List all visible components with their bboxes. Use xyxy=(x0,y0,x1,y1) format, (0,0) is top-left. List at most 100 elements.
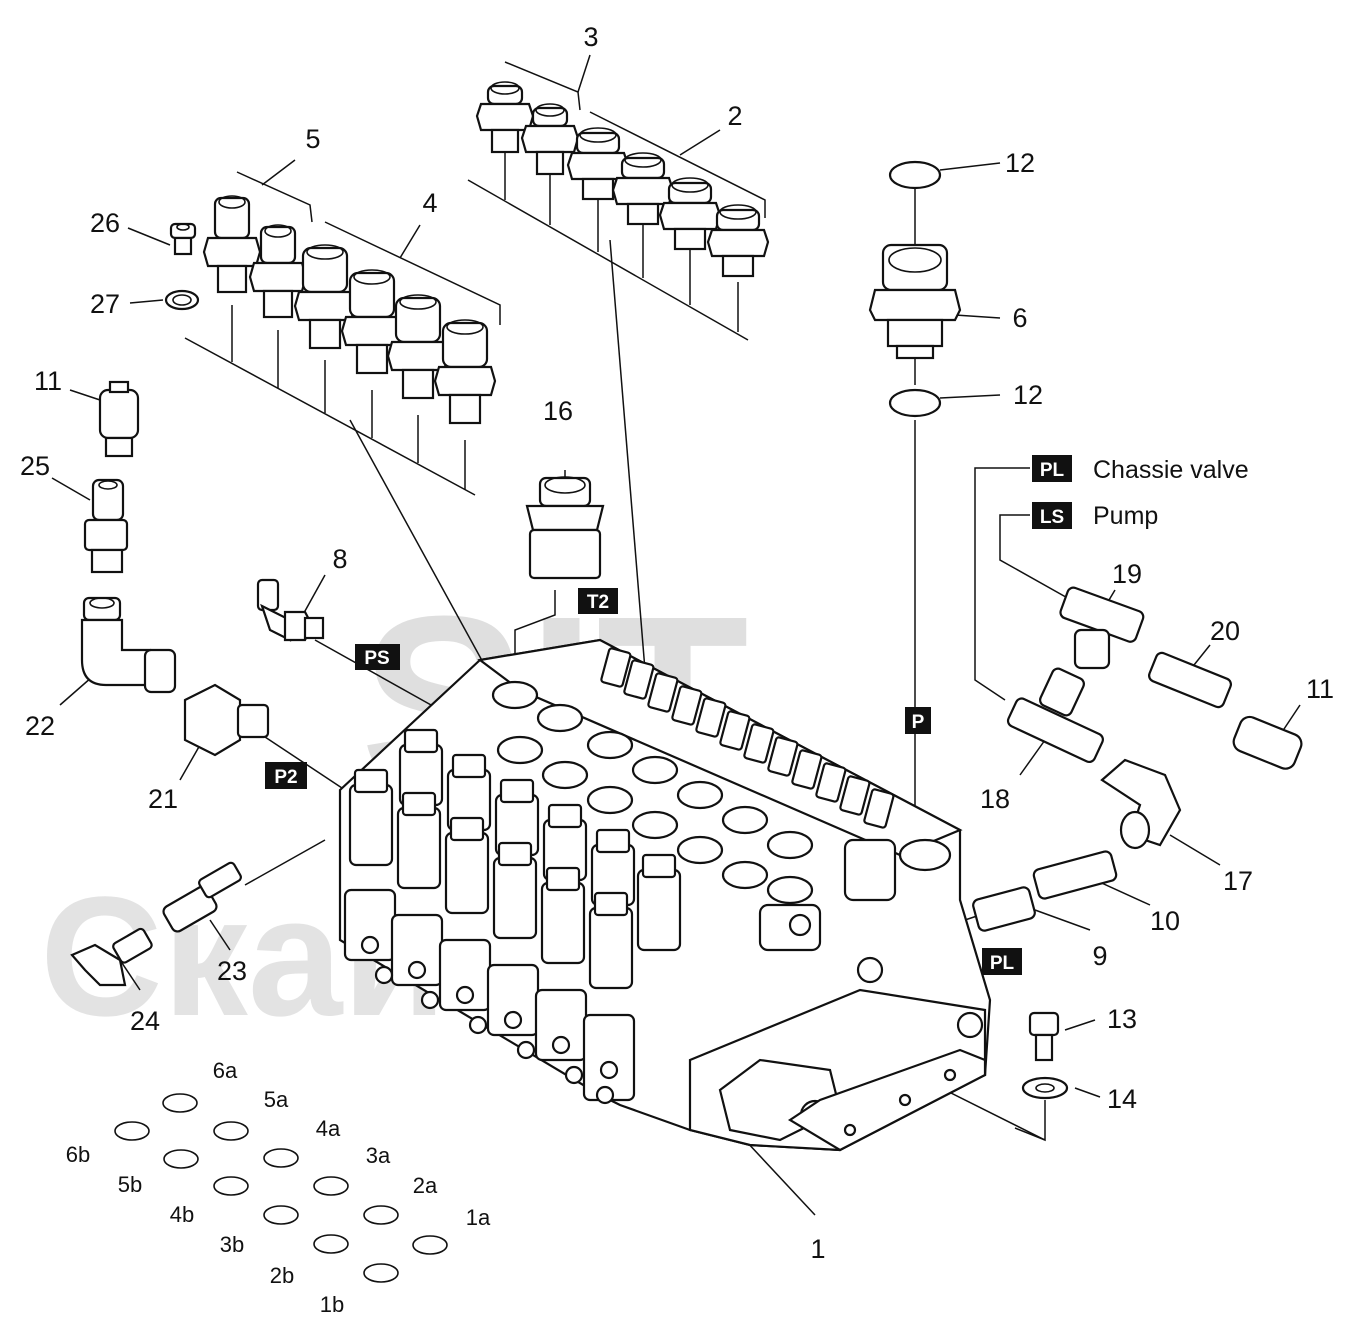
elbow-17 xyxy=(1100,758,1182,850)
fitting-2a xyxy=(566,127,630,201)
callout-numbers: 1 2 3 4 5 6 8 9 10 11 11 12 12 13 14 16 … xyxy=(20,22,1334,1264)
plug-26 xyxy=(169,222,197,256)
oring-labels: 6a 5a 4a 3a 2a 1a 6b 5b 4b 3b 2b 1b xyxy=(66,1058,491,1317)
callout-4: 4 xyxy=(422,188,437,218)
callout-5: 5 xyxy=(305,124,320,154)
oring-1b xyxy=(363,1263,399,1283)
callout-12-top: 12 xyxy=(1005,148,1035,178)
oring-2a xyxy=(363,1205,399,1225)
elbow-8 xyxy=(256,578,325,642)
oring-1a xyxy=(412,1235,448,1255)
fitting-6 xyxy=(868,243,962,360)
oring-12-top xyxy=(888,160,942,190)
oring-label-5a: 5a xyxy=(264,1087,289,1112)
callout-2: 2 xyxy=(727,101,742,131)
port-tag-t2: T2 xyxy=(578,588,618,614)
port-tag-t2-label: T2 xyxy=(587,592,609,613)
oring-6a xyxy=(162,1093,198,1113)
oring-label-3b: 3b xyxy=(220,1232,244,1257)
fitting-4b xyxy=(340,269,404,375)
port-tag-p2-label: P2 xyxy=(274,767,297,788)
valve-lower-bodies xyxy=(343,888,636,1105)
sensor-11-right xyxy=(1232,715,1303,770)
callout-11-right: 11 xyxy=(1306,674,1334,704)
valve-spool-caps xyxy=(600,647,895,829)
callout-19: 19 xyxy=(1112,559,1142,589)
adapter-20 xyxy=(1148,651,1232,709)
callout-10: 10 xyxy=(1150,906,1180,936)
oring-label-6a: 6a xyxy=(213,1058,238,1083)
fitting-16 xyxy=(525,476,605,580)
oring-12-bottom xyxy=(888,388,942,418)
elbow-22 xyxy=(80,596,177,694)
adapter-9 xyxy=(972,886,1036,932)
solenoid-coils xyxy=(348,728,682,990)
tee-19 xyxy=(1059,586,1145,670)
leader-lines xyxy=(51,54,1301,1216)
callout-16: 16 xyxy=(543,396,573,426)
fitting-2c xyxy=(658,177,722,251)
oring-label-2b: 2b xyxy=(270,1263,294,1288)
callout-13: 13 xyxy=(1107,1004,1137,1034)
oring-label-2a: 2a xyxy=(413,1173,438,1198)
adapter-10 xyxy=(1032,850,1118,900)
washer-14 xyxy=(1021,1076,1069,1100)
callout-14: 14 xyxy=(1107,1084,1137,1114)
valve-ports-top xyxy=(491,680,952,905)
callout-27: 27 xyxy=(90,289,120,319)
oring-5b xyxy=(163,1149,199,1169)
fitting-4d xyxy=(433,319,497,425)
bolt-13 xyxy=(1028,1011,1060,1062)
callout-8: 8 xyxy=(332,544,347,574)
port-tag-p: P xyxy=(905,707,931,734)
oring-label-5b: 5b xyxy=(118,1172,142,1197)
port-tag-pl-lower-label: PL xyxy=(990,953,1015,974)
adapter-23 xyxy=(162,861,242,933)
tee-18 xyxy=(1006,667,1104,764)
port-tag-ps: PS xyxy=(355,644,400,670)
port-tag-ls-label: LS xyxy=(1040,507,1064,528)
fitting-2b xyxy=(611,152,675,226)
callout-17: 17 xyxy=(1223,866,1253,896)
callout-24: 24 xyxy=(130,1006,160,1036)
port-tag-ps-label: PS xyxy=(364,648,389,669)
port-tag-pl-lower: PL xyxy=(982,948,1022,975)
adapter-25 xyxy=(83,478,129,574)
callout-25: 25 xyxy=(20,451,50,481)
oring-3a xyxy=(313,1176,349,1196)
callout-6: 6 xyxy=(1012,303,1027,333)
callout-9: 9 xyxy=(1092,941,1107,971)
oring-label-1a: 1a xyxy=(466,1205,491,1230)
fitting-3b xyxy=(520,103,580,176)
port-tag-p2: P2 xyxy=(265,762,307,789)
port-tag-pl-label: PL xyxy=(1040,460,1065,481)
port-desc-pump: Pump xyxy=(1093,502,1158,530)
sensor-11-left xyxy=(98,380,140,458)
port-desc-chassie-valve: Chassie valve xyxy=(1093,456,1249,484)
oring-4a xyxy=(263,1148,299,1168)
elbow-24 xyxy=(70,927,153,987)
fittings-row-2-3 xyxy=(475,81,770,278)
adapter-21 xyxy=(183,683,270,757)
fitting-5a xyxy=(202,195,262,294)
washer-27 xyxy=(164,289,200,311)
oring-5a xyxy=(213,1121,249,1141)
callout-20: 20 xyxy=(1210,616,1240,646)
callout-22: 22 xyxy=(25,711,55,741)
oring-3b xyxy=(263,1205,299,1225)
oring-2b xyxy=(313,1234,349,1254)
callout-26: 26 xyxy=(90,208,120,238)
callout-18: 18 xyxy=(980,784,1010,814)
fittings-row-4-5 xyxy=(202,195,497,425)
oring-label-3a: 3a xyxy=(366,1143,391,1168)
port-tag-p-label: P xyxy=(912,712,925,733)
oring-label-4b: 4b xyxy=(170,1202,194,1227)
fitting-2d xyxy=(706,204,770,278)
callout-21: 21 xyxy=(148,784,178,814)
oring-set xyxy=(114,1093,448,1283)
callout-3: 3 xyxy=(583,22,598,52)
main-valve-block-1 xyxy=(338,638,992,1152)
callout-23: 23 xyxy=(217,956,247,986)
